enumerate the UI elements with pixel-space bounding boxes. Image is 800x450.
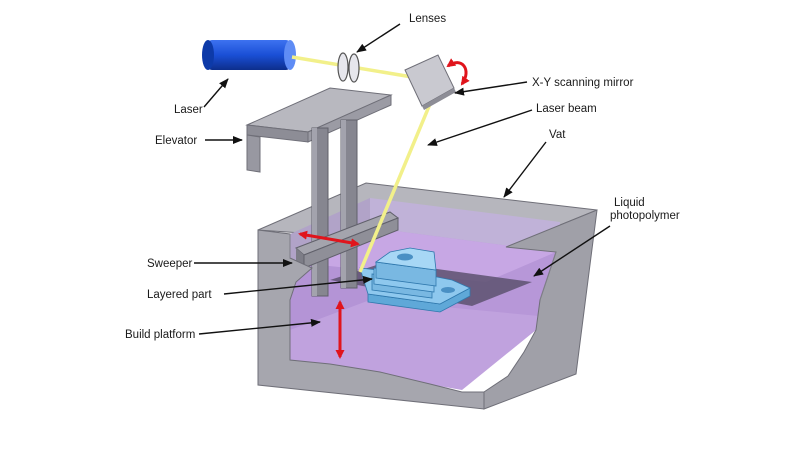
pointer-arrows [194, 23, 611, 335]
labels: Lenses X-Y scanning mirror Laser beam Va… [125, 13, 680, 341]
label-laser-beam: Laser beam [536, 103, 597, 115]
mirror-rotation-arrow [446, 58, 470, 86]
liquid-pointer [533, 225, 611, 277]
xy-scanning-mirror [404, 54, 456, 110]
layered-part [359, 247, 471, 313]
label-lenses: Lenses [409, 13, 446, 25]
label-elevator: Elevator [155, 135, 197, 147]
sweeper-motion-arrow [298, 230, 360, 248]
label-sweeper: Sweeper [147, 258, 193, 270]
vat-front [257, 209, 598, 410]
label-laser: Laser [174, 104, 203, 116]
laser [202, 40, 296, 70]
build-platform-pointer [198, 318, 321, 335]
label-liquid-line1: Liquid [614, 197, 645, 209]
vat-pointer [503, 141, 547, 198]
layered-part-pointer [223, 275, 373, 295]
label-liquid-line2: photopolymer [610, 210, 680, 222]
laser-pointer [203, 78, 229, 108]
label-layered-part: Layered part [147, 289, 212, 301]
laser-beam-pointer [427, 109, 533, 146]
label-mirror: X-Y scanning mirror [532, 77, 634, 89]
lenses [337, 52, 360, 83]
motion-arrows [298, 58, 470, 359]
mirror-pointer [454, 81, 528, 96]
label-vat: Vat [549, 129, 566, 141]
lenses-pointer [356, 23, 401, 53]
label-build-platform: Build platform [125, 329, 195, 341]
